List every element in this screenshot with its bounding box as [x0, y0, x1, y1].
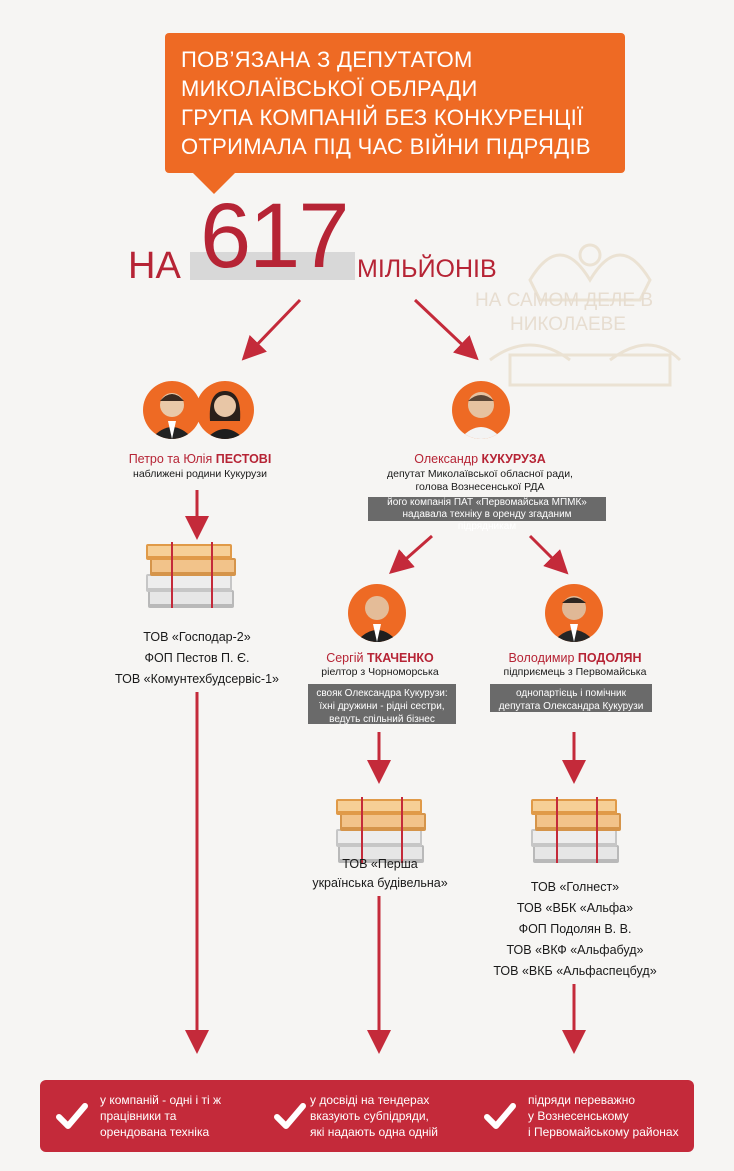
- avatar-tkachenko: [348, 584, 406, 642]
- finding-2-line: які надають одна одній: [310, 1125, 438, 1139]
- documents-stack-icon: [146, 542, 236, 608]
- person-icon: [356, 596, 398, 642]
- finding-2-line: у досвіді на тендерах: [310, 1093, 430, 1107]
- headline-line-1: ПОВ’ЯЗАНА З ДЕПУТАТОМ: [181, 47, 473, 72]
- finding-1-text: у компаній - одні і ті ж працівники та о…: [100, 1092, 221, 1140]
- pestovi-companies: ТОВ «Господар-2» ФОП Пестов П. Є. ТОВ «К…: [92, 627, 302, 690]
- podolyan-note-line-1: однопартієць і помічник: [516, 688, 626, 699]
- company-item: ТОВ «Перша: [342, 857, 418, 871]
- finding-2-text: у досвіді на тендерах вказують субпідряд…: [310, 1092, 438, 1140]
- check-icon: [484, 1103, 516, 1129]
- finding-2-line: вказують субпідряди,: [310, 1109, 429, 1123]
- podolyan-first: Володимир: [508, 651, 578, 665]
- tkachenko-name: Сергій ТКАЧЕНКО: [300, 651, 460, 665]
- podolyan-role: підприємець з Первомайська: [503, 666, 647, 678]
- tkachenko-note-line-3: ведуть спільний бізнес: [329, 714, 435, 725]
- finding-3-line: у Вознесенському: [528, 1109, 629, 1123]
- tkachenko-note-line-1: свояк Олександра Кукурузи:: [316, 688, 448, 699]
- kukuruza-note-line-2: надавала техніку в оренду згаданим підря…: [402, 509, 572, 532]
- amount-highlight: [190, 252, 355, 280]
- arrow-to-pestovi: [241, 298, 302, 361]
- person-icon: [206, 391, 244, 439]
- findings-banner: у компаній - одні і ті ж працівники та о…: [40, 1080, 694, 1152]
- avatar-kukuruza: [452, 381, 510, 439]
- podolyan-note-line-2: депутата Олександра Кукурузи: [498, 701, 644, 712]
- company-item: ФОП Пестов П. Є.: [144, 651, 250, 665]
- kukuruza-note-line-1: його компанія ПАТ «Первомайська МПМК»: [387, 497, 587, 508]
- company-item: українська будівельна»: [312, 876, 448, 890]
- pestovi-role: наближені родини Кукурузи: [133, 468, 267, 480]
- arrow-to-podolyan: [528, 534, 569, 575]
- amount-number: 617: [200, 185, 349, 287]
- company-item: ТОВ «Господар-2»: [143, 630, 251, 644]
- company-item: ТОВ «ВБК «Альфа»: [516, 901, 634, 915]
- company-item: ТОВ «ВКФ «Альфабуд»: [506, 943, 644, 957]
- kukuruza-name: Олександр КУКУРУЗА: [380, 452, 580, 466]
- avatar-podolyan: [545, 584, 603, 642]
- podolyan-last: ПОДОЛЯН: [577, 651, 642, 665]
- pestovi-last: ПЕСТОВІ: [215, 452, 272, 466]
- headline-pointer: [190, 170, 238, 194]
- kukuruza-role-1: депутат Миколаївської обласної ради,: [387, 468, 573, 480]
- headline-box: ПОВ’ЯЗАНА З ДЕПУТАТОМ МИКОЛАЇВСЬКОЇ ОБЛР…: [165, 33, 625, 173]
- kukuruza-first: Олександр: [414, 452, 482, 466]
- finding-1-line: у компаній - одні і ті ж: [100, 1093, 222, 1107]
- company-item: ТОВ «Комунтехбудсервіс-1»: [115, 672, 279, 686]
- documents-stack-icon: [336, 797, 426, 863]
- podolyan-note: однопартієць і помічник депутата Олексан…: [490, 684, 652, 712]
- arrow-to-tkachenko: [389, 534, 433, 574]
- avatar-yulia-pestova: [196, 381, 254, 439]
- check-icon: [274, 1103, 306, 1129]
- tkachenko-note-line-2: їхні дружини - рідні сестри,: [319, 701, 445, 712]
- podolyan-name: Володимир ПОДОЛЯН: [490, 651, 660, 665]
- avatar-petro-pestov: [143, 381, 201, 439]
- amount-suffix: МІЛЬЙОНІВ: [357, 255, 497, 283]
- kukuruza-note: його компанія ПАТ «Первомайська МПМК» на…: [368, 497, 606, 532]
- finding-3-line: підряди переважно: [528, 1093, 636, 1107]
- person-icon: [151, 393, 193, 439]
- documents-stack-icon: [531, 797, 621, 863]
- kukuruza-last: КУКУРУЗА: [481, 452, 546, 466]
- amount-prefix: НА: [128, 245, 181, 287]
- watermark: НА САМОМ ДЕЛЕ В НИКОЛАЕВЕ: [470, 210, 690, 410]
- tkachenko-role: ріелтор з Чорноморська: [321, 666, 439, 678]
- finding-3-line: і Первомайському районах: [528, 1125, 679, 1139]
- headline-line-2: МИКОЛАЇВСЬКОЇ ОБЛРАДИ: [181, 76, 478, 101]
- company-item: ФОП Подолян В. В.: [518, 922, 632, 936]
- finding-2: у досвіді на тендерах вказують субпідряд…: [258, 1080, 476, 1152]
- watermark-line2: НИКОЛАЕВЕ: [510, 314, 626, 335]
- check-icon: [56, 1103, 88, 1129]
- tkachenko-last: ТКАЧЕНКО: [366, 651, 434, 665]
- finding-3: підряди переважно у Вознесенському і Пер…: [476, 1080, 694, 1152]
- finding-1-line: орендована техніка: [100, 1125, 210, 1139]
- finding-1-line: працівники та: [100, 1109, 177, 1123]
- kukuruza-role-2: голова Вознесенської РДА: [415, 481, 545, 493]
- headline-line-4: ОТРИМАЛА ПІД ЧАС ВІЙНИ ПІДРЯДІВ: [181, 134, 591, 159]
- headline-line-3: ГРУПА КОМПАНІЙ БЕЗ КОНКУРЕНЦІЇ: [181, 105, 584, 130]
- crown-watermark-icon: [489, 243, 682, 387]
- person-icon: [460, 392, 502, 439]
- finding-1: у компаній - одні і ті ж працівники та о…: [40, 1080, 258, 1152]
- finding-3-text: підряди переважно у Вознесенському і Пер…: [528, 1092, 679, 1140]
- person-icon: [553, 596, 595, 642]
- pestovi-first: Петро та Юлія: [128, 452, 216, 466]
- podolyan-companies: ТОВ «Голнест» ТОВ «ВБК «Альфа» ФОП Подол…: [480, 877, 670, 982]
- company-item: ТОВ «Голнест»: [530, 880, 620, 894]
- pestovi-name: Петро та Юлія ПЕСТОВІ: [110, 452, 290, 466]
- arrow-to-kukuruza: [413, 298, 479, 361]
- tkachenko-first: Сергій: [326, 651, 367, 665]
- watermark-line1: НА САМОМ ДЕЛЕ В: [475, 290, 653, 311]
- tkachenko-note: свояк Олександра Кукурузи: їхні дружини …: [308, 684, 456, 725]
- tkachenko-companies: ТОВ «Перша українська будівельна»: [290, 855, 470, 893]
- company-item: ТОВ «ВКБ «Альфаспецбуд»: [493, 964, 657, 978]
